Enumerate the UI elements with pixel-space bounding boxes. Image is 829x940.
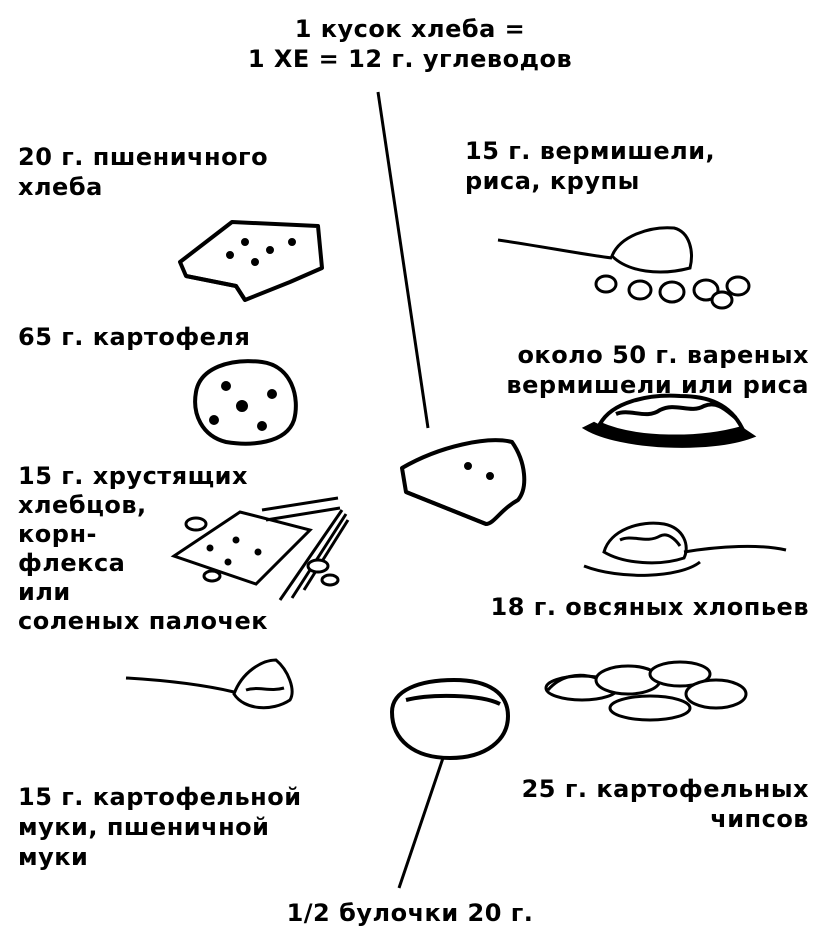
pasta-label: 15 г. вермишели, риса, крупы [465, 136, 715, 196]
oats-label: 18 г. овсяных хлопьев [491, 592, 809, 622]
crisp-line-3: корн- [18, 520, 97, 548]
wheat-bread-label: 20 г. пшеничного хлеба [18, 142, 268, 202]
bread-slice-icon [178, 220, 324, 302]
oats-spoon-icon [583, 521, 787, 577]
boiled-line-2: вермишели или риса [506, 371, 809, 399]
chips-line-1: 25 г. картофельных [521, 775, 809, 803]
oats-line-1: 18 г. овсяных хлопьев [490, 593, 809, 621]
boiled-pasta-label: около 50 г. вареных вермишели или риса [506, 340, 809, 400]
flour-line-3: муки [18, 843, 89, 871]
bun-line-1: 1/2 булочки 20 г. [286, 899, 534, 927]
flour-label: 15 г. картофельной муки, пшеничной муки [18, 782, 302, 872]
chips-icon [544, 660, 748, 722]
chips-label: 25 г. картофельных чипсов [522, 774, 809, 834]
boiled-line-1: около 50 г. вареных [517, 341, 809, 369]
flour-line-1: 15 г. картофельной [18, 783, 302, 811]
crisp-line-6: соленых палочек [18, 607, 269, 635]
crispbread-icon [170, 496, 350, 601]
connector-line-top [376, 91, 430, 429]
bread-piece-icon [400, 438, 527, 526]
title-label: 1 кусок хлеба = 1 ХЕ = 12 г. углеводов [160, 14, 660, 74]
wheat-bread-line-2: хлеба [18, 173, 103, 201]
crisp-line-1: 15 г. хрустящих [18, 462, 248, 490]
potato-label: 65 г. картофеля [18, 322, 250, 352]
connector-line-bottom [397, 757, 445, 889]
wheat-bread-line-1: 20 г. пшеничного [18, 143, 269, 171]
bun-icon [389, 677, 511, 761]
crisp-line-4: флекса [18, 549, 126, 577]
pasta-line-1: 15 г. вермишели, [465, 137, 716, 165]
pasta-line-2: риса, крупы [465, 167, 640, 195]
potato-icon [193, 359, 298, 446]
title-line-1: 1 кусок хлеба = [294, 15, 526, 43]
pasta-plate-icon [581, 393, 757, 448]
chips-line-2: чипсов [710, 805, 809, 833]
crisp-line-2: хлебцов, [18, 491, 147, 519]
flour-line-2: муки, пшеничной [18, 813, 270, 841]
crisp-line-5: или [18, 578, 71, 606]
potato-line-1: 65 г. картофеля [18, 323, 251, 351]
bun-label: 1/2 булочки 20 г. [200, 898, 620, 928]
title-line-2: 1 ХЕ = 12 г. углеводов [247, 45, 573, 73]
pasta-spoon-icon [497, 226, 751, 310]
flour-spoon-icon [125, 658, 294, 710]
crispbread-label: 15 г. хрустящих хлебцов, корн- флекса ил… [18, 462, 268, 636]
